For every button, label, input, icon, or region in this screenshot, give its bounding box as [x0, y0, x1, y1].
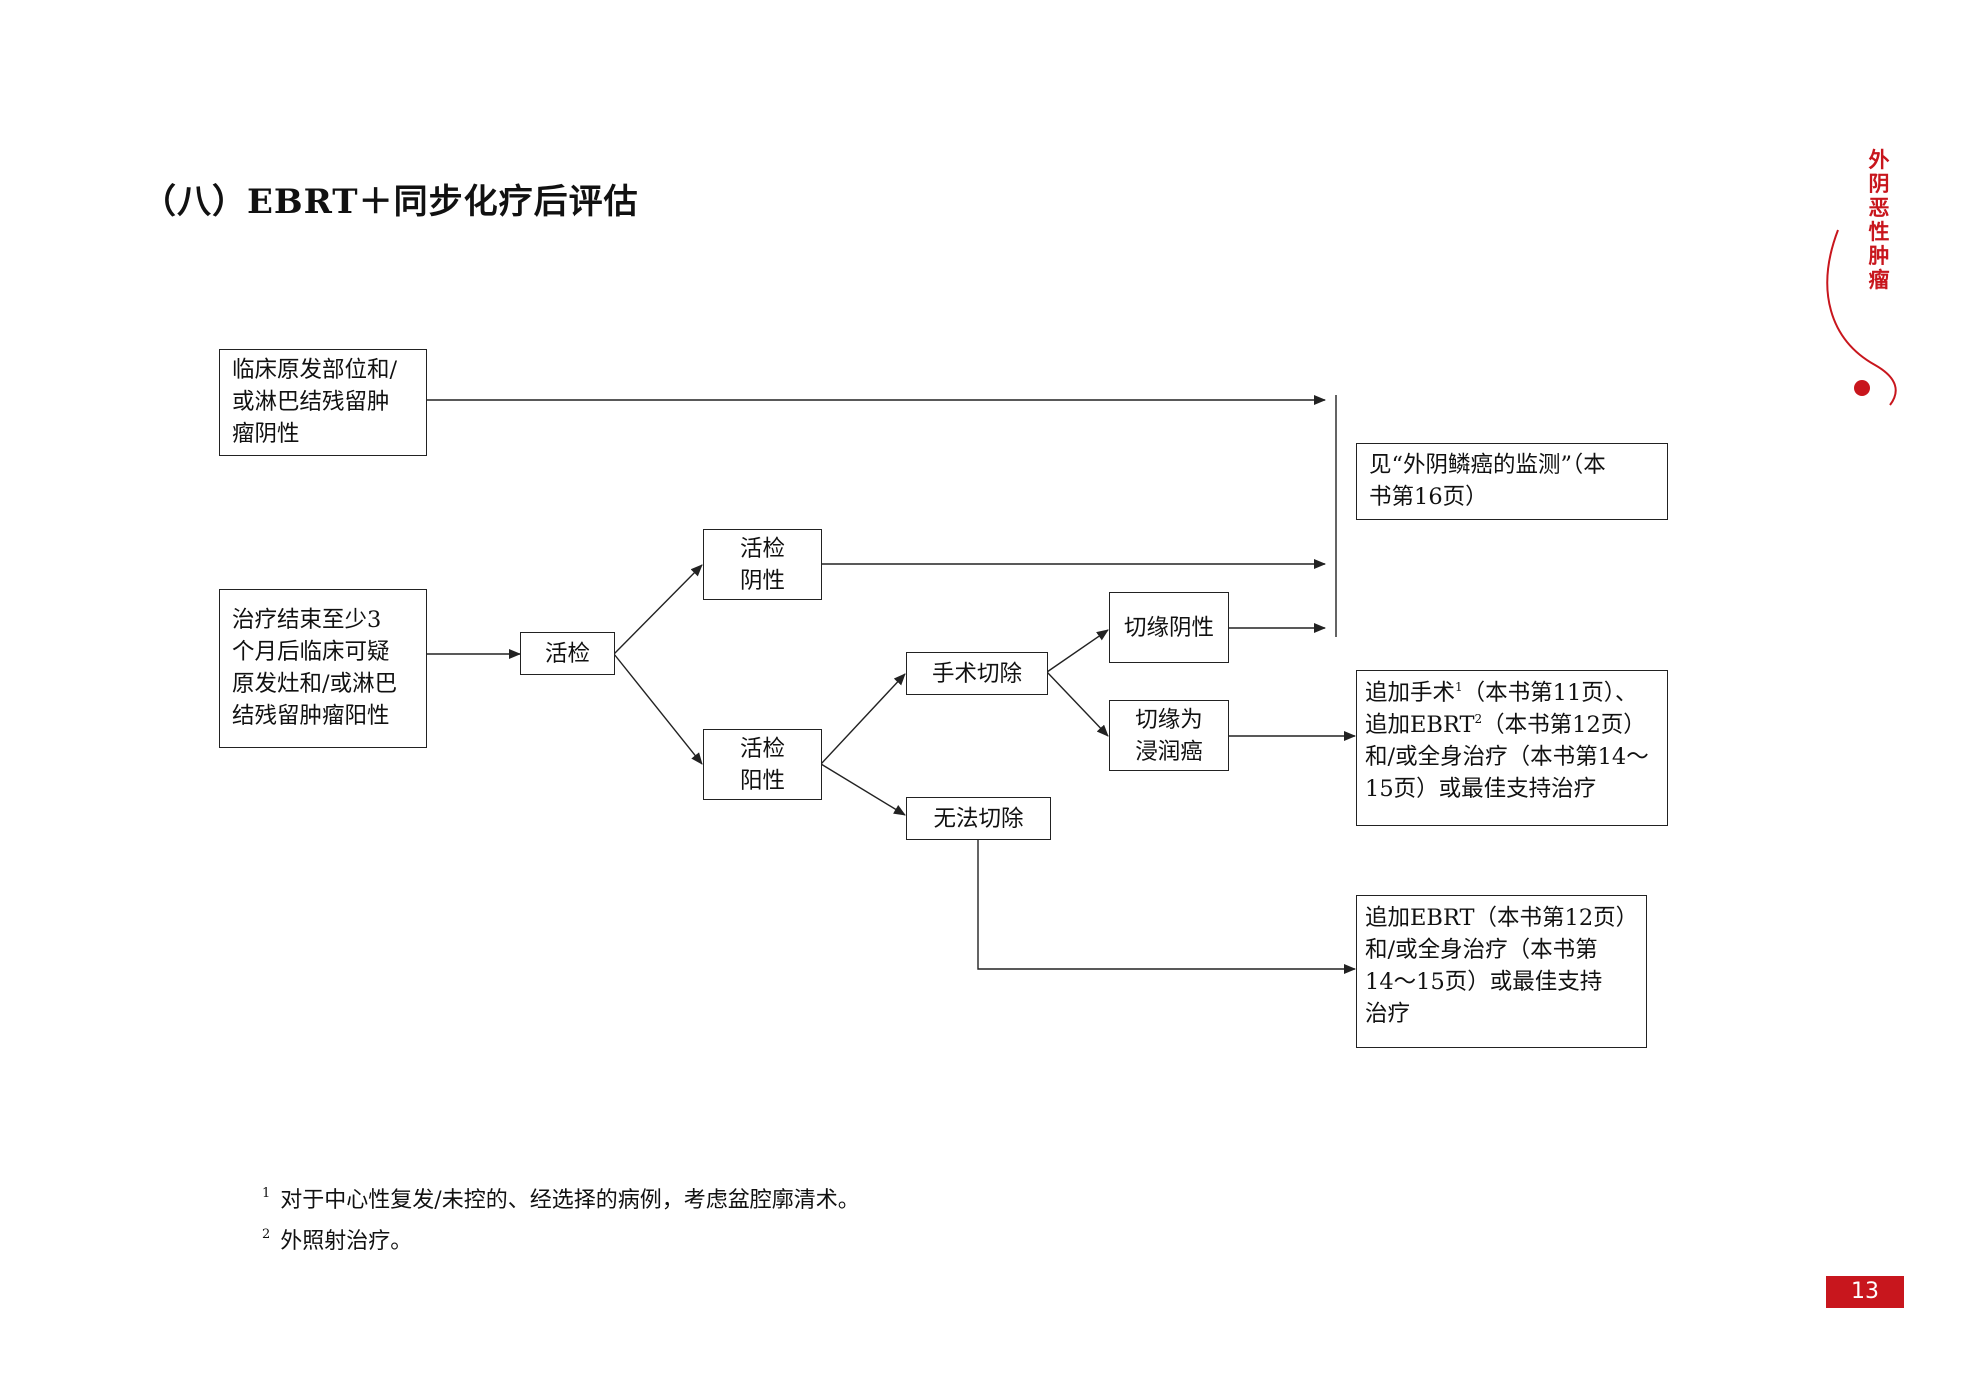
side-tab-char: 外 — [1868, 147, 1890, 172]
arrow-surgery-to-margin-neg — [1046, 629, 1109, 673]
node-biopsy-positive: 活检 阳性 — [703, 729, 822, 800]
node-line: 浸润癌 — [1135, 738, 1203, 765]
node-margin-invasive: 切缘为 浸润癌 — [1109, 700, 1229, 771]
node-line: 瘤阴性 — [232, 421, 300, 447]
node-line: 切缘为 — [1135, 706, 1203, 733]
node-line: 活检 — [739, 735, 785, 762]
node-unresectable: 无法切除 — [906, 797, 1051, 840]
footnote-ref: 1 — [1455, 680, 1463, 694]
node-line: 治疗结束至少3 — [232, 607, 382, 633]
node-biopsy: 活检 — [520, 632, 615, 675]
node-clinical-positive: 治疗结束至少3 个月后临床可疑 原发灶和/或淋巴 结残留肿瘤阳性 — [219, 589, 427, 748]
footnote-mark: 1 — [262, 1186, 271, 1201]
node-text: 追加EBRT — [1365, 712, 1475, 738]
footnote-ref: 2 — [1474, 712, 1483, 726]
node-line: 手术切除 — [931, 660, 1022, 687]
side-tab-char: 肿 — [1868, 243, 1890, 268]
node-line: 活检 — [544, 640, 590, 667]
node-line: 书第16页） — [1369, 484, 1488, 510]
arrow-biopsy-to-neg — [613, 564, 703, 655]
node-line: 和/或全身治疗（本书第14～ — [1365, 744, 1649, 770]
node-line: 或淋巴结残留肿 — [232, 389, 390, 415]
arrow-surgery-to-margin-inv — [1046, 671, 1109, 737]
page-title: （八）EBRT＋同步化疗后评估 — [142, 182, 639, 222]
node-line: 切缘阴性 — [1123, 614, 1214, 641]
node-line: 追加EBRT（本书第12页） — [1365, 905, 1639, 931]
node-additional-treatment-2: 追加EBRT（本书第12页） 和/或全身治疗（本书第 14～15页）或最佳支持 … — [1356, 895, 1647, 1048]
page-number: 13 — [1826, 1276, 1904, 1308]
footnote-2: 2 外照射治疗。 — [262, 1223, 412, 1255]
node-line: 追加EBRT2（本书第12页） — [1365, 709, 1659, 741]
side-tab-char: 恶 — [1868, 195, 1890, 220]
node-line: 个月后临床可疑 — [232, 639, 390, 665]
footnote-text: 外照射治疗。 — [280, 1229, 413, 1254]
node-line: 追加手术1（本书第11页）、 — [1365, 677, 1659, 709]
node-line: 无法切除 — [933, 805, 1024, 832]
side-tab-char: 瘤 — [1868, 267, 1890, 292]
node-text: 追加手术 — [1365, 680, 1456, 706]
side-tab-char: 阴 — [1868, 171, 1890, 196]
side-tab-char: 性 — [1868, 219, 1890, 244]
arrow-biopsy-pos-to-unresectable — [820, 763, 906, 816]
arrow-biopsy-to-pos — [613, 653, 703, 765]
footnote-1: 1 对于中心性复发/未控的、经选择的病例，考虑盆腔廓清术。 — [262, 1182, 860, 1214]
node-biopsy-negative: 活检 阴性 — [703, 529, 822, 600]
node-additional-treatment-1: 追加手术1（本书第11页）、 追加EBRT2（本书第12页） 和/或全身治疗（本… — [1356, 670, 1668, 826]
node-line: 阴性 — [739, 567, 785, 594]
footnote-mark: 2 — [262, 1227, 271, 1242]
node-line: 阳性 — [739, 767, 785, 794]
node-text: （本书第12页） — [1482, 712, 1646, 738]
node-line: 结残留肿瘤阳性 — [232, 703, 390, 729]
node-margin-negative: 切缘阴性 — [1109, 592, 1229, 663]
node-line: 见“外阴鳞癌的监测”（本 — [1369, 452, 1606, 478]
node-surgery: 手术切除 — [906, 652, 1048, 695]
arrow-unresectable-to-treat2 — [977, 839, 1356, 974]
chapter-side-tab: 外 阴 恶 性 肿 瘤 — [1864, 148, 1894, 292]
node-line: 活检 — [739, 535, 785, 562]
node-line: 14～15页）或最佳支持 — [1365, 969, 1603, 995]
node-monitoring-reference: 见“外阴鳞癌的监测”（本 书第16页） — [1356, 443, 1668, 520]
node-line: 临床原发部位和/ — [232, 357, 398, 383]
node-line: 治疗 — [1365, 1001, 1411, 1027]
node-line: 原发灶和/或淋巴 — [232, 671, 398, 697]
arrow-biopsy-pos-to-surgery — [820, 673, 906, 765]
node-line: 15页）或最佳支持治疗 — [1365, 776, 1597, 802]
node-text: （本书第11页）、 — [1462, 680, 1638, 706]
node-line: 和/或全身治疗（本书第 — [1365, 937, 1598, 963]
node-clinical-negative: 临床原发部位和/ 或淋巴结残留肿 瘤阴性 — [219, 349, 427, 456]
decorative-swoosh — [1826, 229, 1897, 406]
footnote-text: 对于中心性复发/未控的、经选择的病例，考虑盆腔廓清术。 — [280, 1188, 860, 1213]
